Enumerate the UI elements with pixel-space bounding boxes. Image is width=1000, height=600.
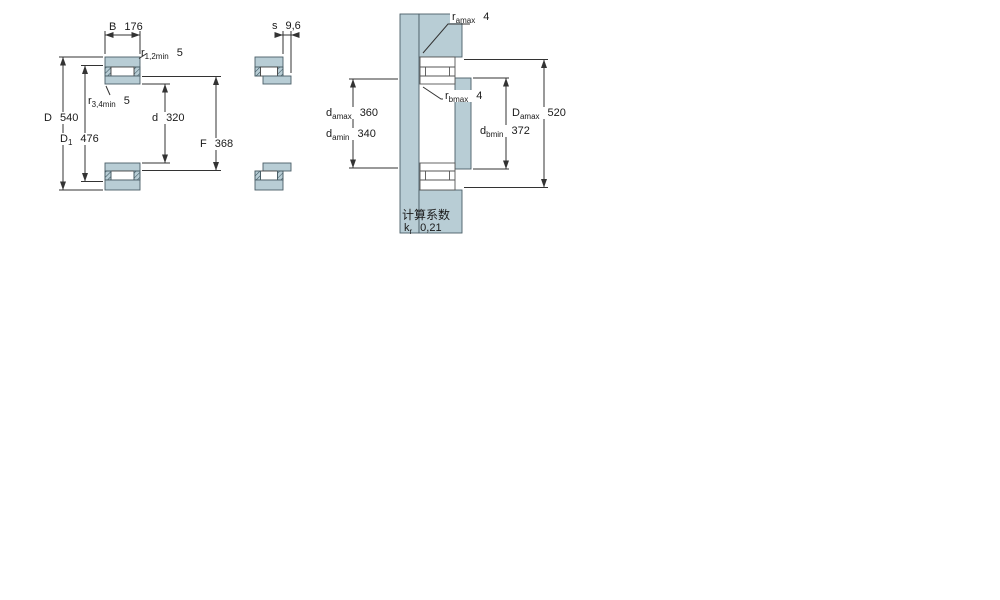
outer-ring-flange [277,66,284,77]
abutment-wall [399,13,420,234]
inner-ring-section [262,75,292,85]
calculation-factors-title: 计算系数 [402,208,451,222]
inner-ring-section [104,162,141,172]
outer-ring-section [254,179,284,191]
outer-ring-flange [133,66,141,77]
housing-shoulder [418,189,463,234]
outer-ring-flange [133,170,141,181]
outer-ring-section [104,56,141,68]
outer-ring-section [254,56,284,68]
right-view-dimension-lines [349,23,548,188]
roller [110,66,135,77]
roller [260,66,278,77]
roller [260,170,278,181]
outer-ring-section [104,179,141,191]
outer-ring-flange [254,170,261,181]
mounting-bearing-outline [419,56,456,191]
outer-ring-flange [254,66,261,77]
bearing-cross-section [104,56,141,191]
middle-view-dimension-lines [274,31,300,73]
bearing-cross-section-displaced [254,56,292,191]
outer-ring-flange [104,170,112,181]
outer-ring-flange [277,170,284,181]
roller [110,170,135,181]
inner-ring-section [104,75,141,85]
inner-ring-section [262,162,292,172]
mounting-dimensions-view [399,13,472,234]
outer-ring-flange [104,66,112,77]
